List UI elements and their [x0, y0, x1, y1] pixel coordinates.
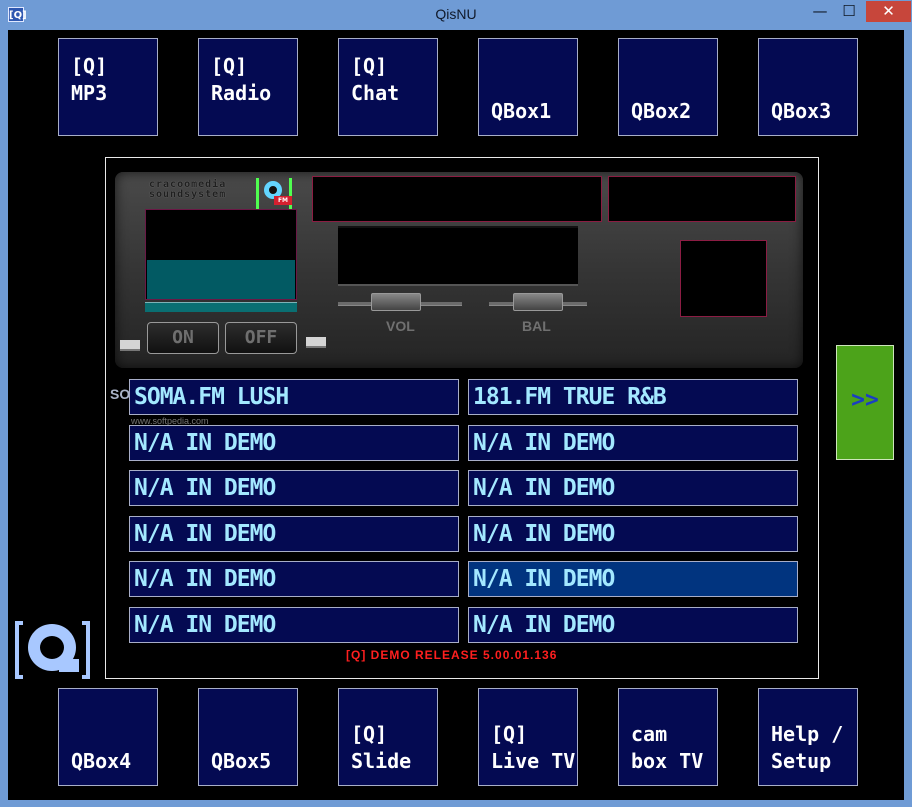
- station-right-5[interactable]: N/A IN DEMO: [468, 561, 798, 597]
- window-title: QisNU: [435, 6, 477, 22]
- station-left-5[interactable]: N/A IN DEMO: [129, 561, 459, 597]
- tile-slide[interactable]: [Q] Slide: [338, 688, 438, 786]
- balance-label: BAL: [522, 318, 551, 334]
- brand-logo: cracoomedia soundsystem: [149, 180, 269, 206]
- power-off-button[interactable]: OFF: [225, 322, 297, 354]
- tile-qbox4[interactable]: QBox4: [58, 688, 158, 786]
- title-bar[interactable]: [Q] QisNU — ☐ ✕: [0, 0, 912, 30]
- station-left-3[interactable]: N/A IN DEMO: [129, 470, 459, 506]
- track-title-display: [312, 176, 602, 222]
- minimize-button[interactable]: —: [812, 2, 828, 20]
- qfm-logo-icon: FM: [256, 178, 292, 209]
- watermark-url: www.softpedia.com: [131, 416, 209, 426]
- signal-level-bar: [145, 302, 297, 312]
- watermark-ghost: SO: [110, 386, 131, 402]
- station-right-6[interactable]: N/A IN DEMO: [468, 607, 798, 643]
- left-side-key[interactable]: [120, 340, 140, 351]
- maximize-button[interactable]: ☐: [842, 2, 856, 20]
- visualizer-display: [145, 209, 297, 300]
- station-left-6[interactable]: N/A IN DEMO: [129, 607, 459, 643]
- station-info-display: [608, 176, 796, 222]
- tile-qbox1[interactable]: QBox1: [478, 38, 578, 136]
- tile-mp3[interactable]: [Q] MP3: [58, 38, 158, 136]
- close-button[interactable]: ✕: [866, 1, 911, 22]
- tile-chat[interactable]: [Q] Chat: [338, 38, 438, 136]
- app-logo-icon: [Q]: [8, 7, 27, 22]
- tile-live-tv[interactable]: [Q] Live TV: [478, 688, 578, 786]
- brand-line-2: soundsystem: [149, 189, 227, 200]
- station-left-4[interactable]: N/A IN DEMO: [129, 516, 459, 552]
- tile-qbox3[interactable]: QBox3: [758, 38, 858, 136]
- tile-qbox2[interactable]: QBox2: [618, 38, 718, 136]
- station-right-3[interactable]: N/A IN DEMO: [468, 470, 798, 506]
- station-left-2[interactable]: N/A IN DEMO: [129, 425, 459, 461]
- album-art-screen: [680, 240, 767, 317]
- fm-badge: FM: [274, 196, 292, 205]
- volume-label: VOL: [386, 318, 415, 334]
- station-right-1[interactable]: 181.FM TRUE R&B: [468, 379, 798, 415]
- power-on-button[interactable]: ON: [147, 322, 219, 354]
- tile-cam-box-tv[interactable]: cam box TV: [618, 688, 718, 786]
- q-brand-logo-icon: [15, 621, 90, 679]
- next-page-button[interactable]: >>: [836, 345, 894, 460]
- radio-player-panel: cracoomedia soundsystem FM ON OFF: [105, 157, 819, 679]
- station-right-4[interactable]: N/A IN DEMO: [468, 516, 798, 552]
- balance-slider-knob[interactable]: [513, 293, 563, 311]
- main-client-area: [Q] MP3 [Q] Radio [Q] Chat QBox1 QBox2 Q…: [8, 30, 904, 800]
- player-deck: cracoomedia soundsystem FM ON OFF: [115, 172, 803, 368]
- volume-slider-knob[interactable]: [371, 293, 422, 311]
- right-side-key[interactable]: [306, 337, 326, 348]
- station-left-1[interactable]: SOMA.FM LUSH: [129, 379, 459, 415]
- station-right-2[interactable]: N/A IN DEMO: [468, 425, 798, 461]
- brand-line-1: cracoomedia: [149, 179, 227, 190]
- release-version-text: [Q] DEMO RELEASE 5.00.01.136: [346, 648, 558, 662]
- visualizer-level: [147, 260, 295, 299]
- tile-help-setup[interactable]: Help / Setup: [758, 688, 858, 786]
- tile-radio[interactable]: [Q] Radio: [198, 38, 298, 136]
- frequency-lcd: [338, 226, 578, 286]
- tile-qbox5[interactable]: QBox5: [198, 688, 298, 786]
